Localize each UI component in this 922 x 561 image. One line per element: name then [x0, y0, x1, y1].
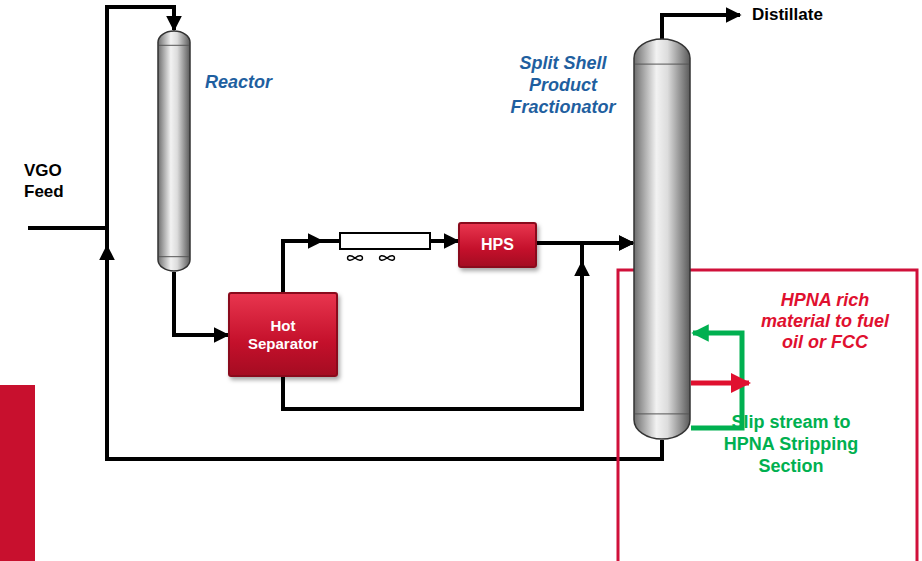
fractionator-vessel: Split Shell Product Fractionator [633, 38, 691, 440]
reactor-vessel: Reactor [157, 30, 191, 272]
vessel-shape [157, 30, 191, 272]
air-cooler [340, 233, 430, 249]
process-line [107, 7, 662, 459]
separator-box: Hot Separator [228, 292, 338, 377]
node-label: Reactor [205, 72, 305, 93]
separator-box: HPS [458, 222, 537, 268]
vessel-shape [633, 38, 691, 440]
node-label: Hot Separator [241, 317, 326, 353]
note-text: HPNA rich material to fuel oil or FCC [755, 270, 895, 353]
spacer [290, 241, 318, 260]
node-label: Split Shell Product Fractionator [501, 52, 625, 118]
cooler-fans [348, 256, 395, 261]
node-label: HPS [481, 236, 514, 254]
note-text: Slip stream to HPNA Stripping Section [706, 411, 876, 477]
feed-line [28, 226, 105, 230]
process-line [174, 272, 228, 335]
stream-label: Distillate [752, 4, 872, 25]
product-arrow [691, 381, 749, 386]
side-bar [0, 385, 35, 561]
distillate-line [662, 15, 740, 40]
stream-label: VGO Feed [24, 160, 94, 202]
